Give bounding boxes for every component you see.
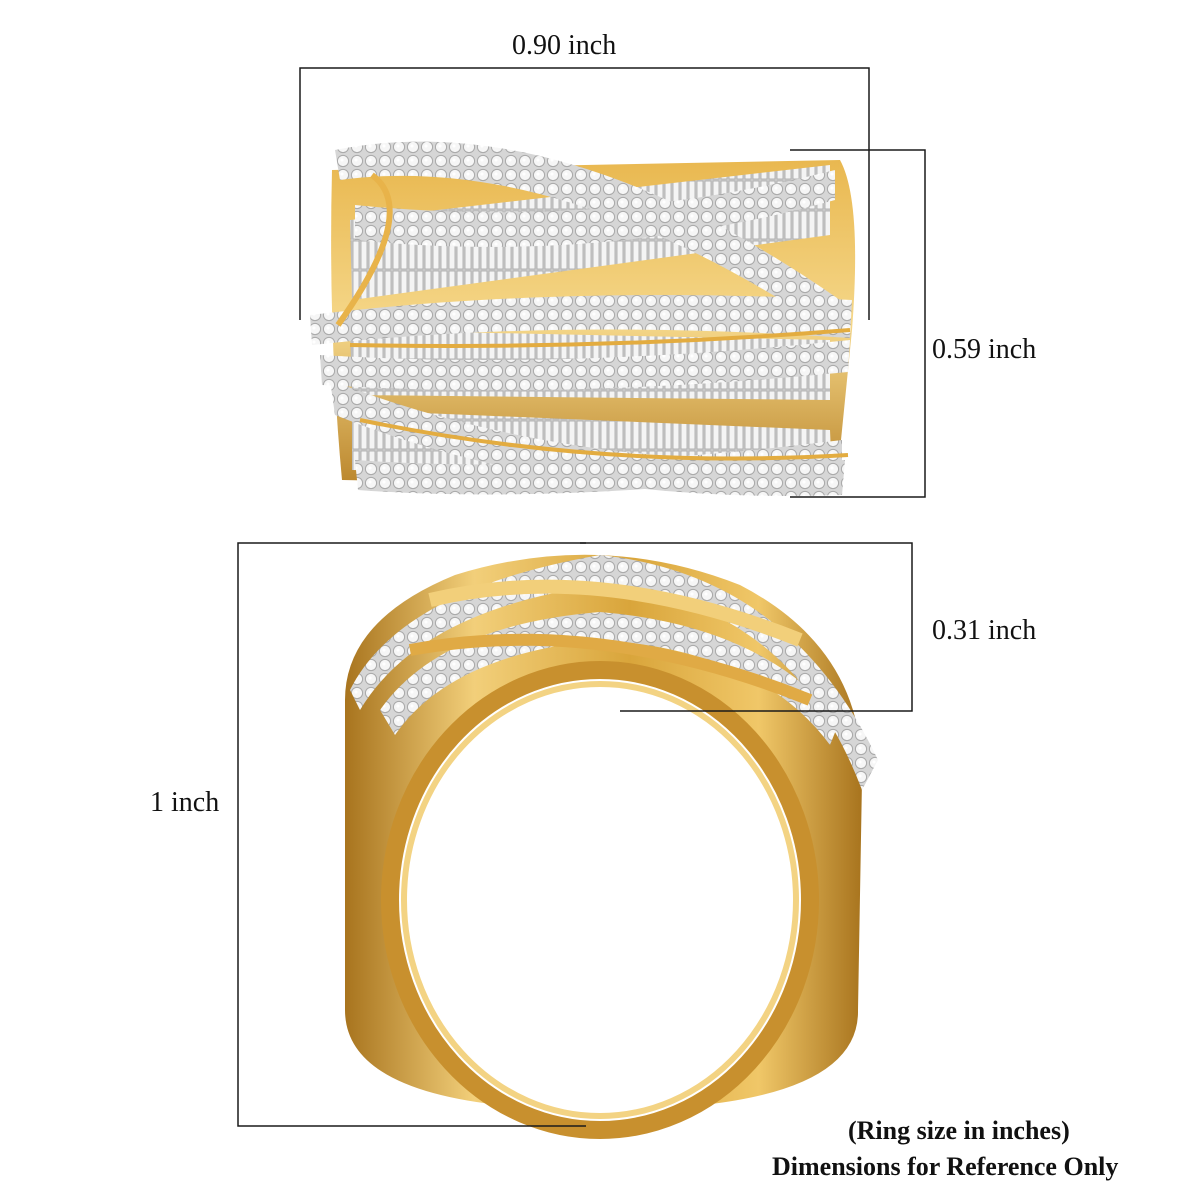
ring-side-view xyxy=(345,554,878,1139)
total-height-label: 1 inch xyxy=(150,787,220,818)
measurement-lines xyxy=(237,67,926,1127)
ring-size-note: (Ring size in inches) xyxy=(848,1116,1070,1145)
depth-label: 0.31 inch xyxy=(932,615,1037,646)
reference-note: Dimensions for Reference Only xyxy=(772,1152,1119,1181)
ring-top-view xyxy=(310,141,856,496)
width-label: 0.90 inch xyxy=(512,30,617,61)
height-label: 0.59 inch xyxy=(932,334,1037,365)
